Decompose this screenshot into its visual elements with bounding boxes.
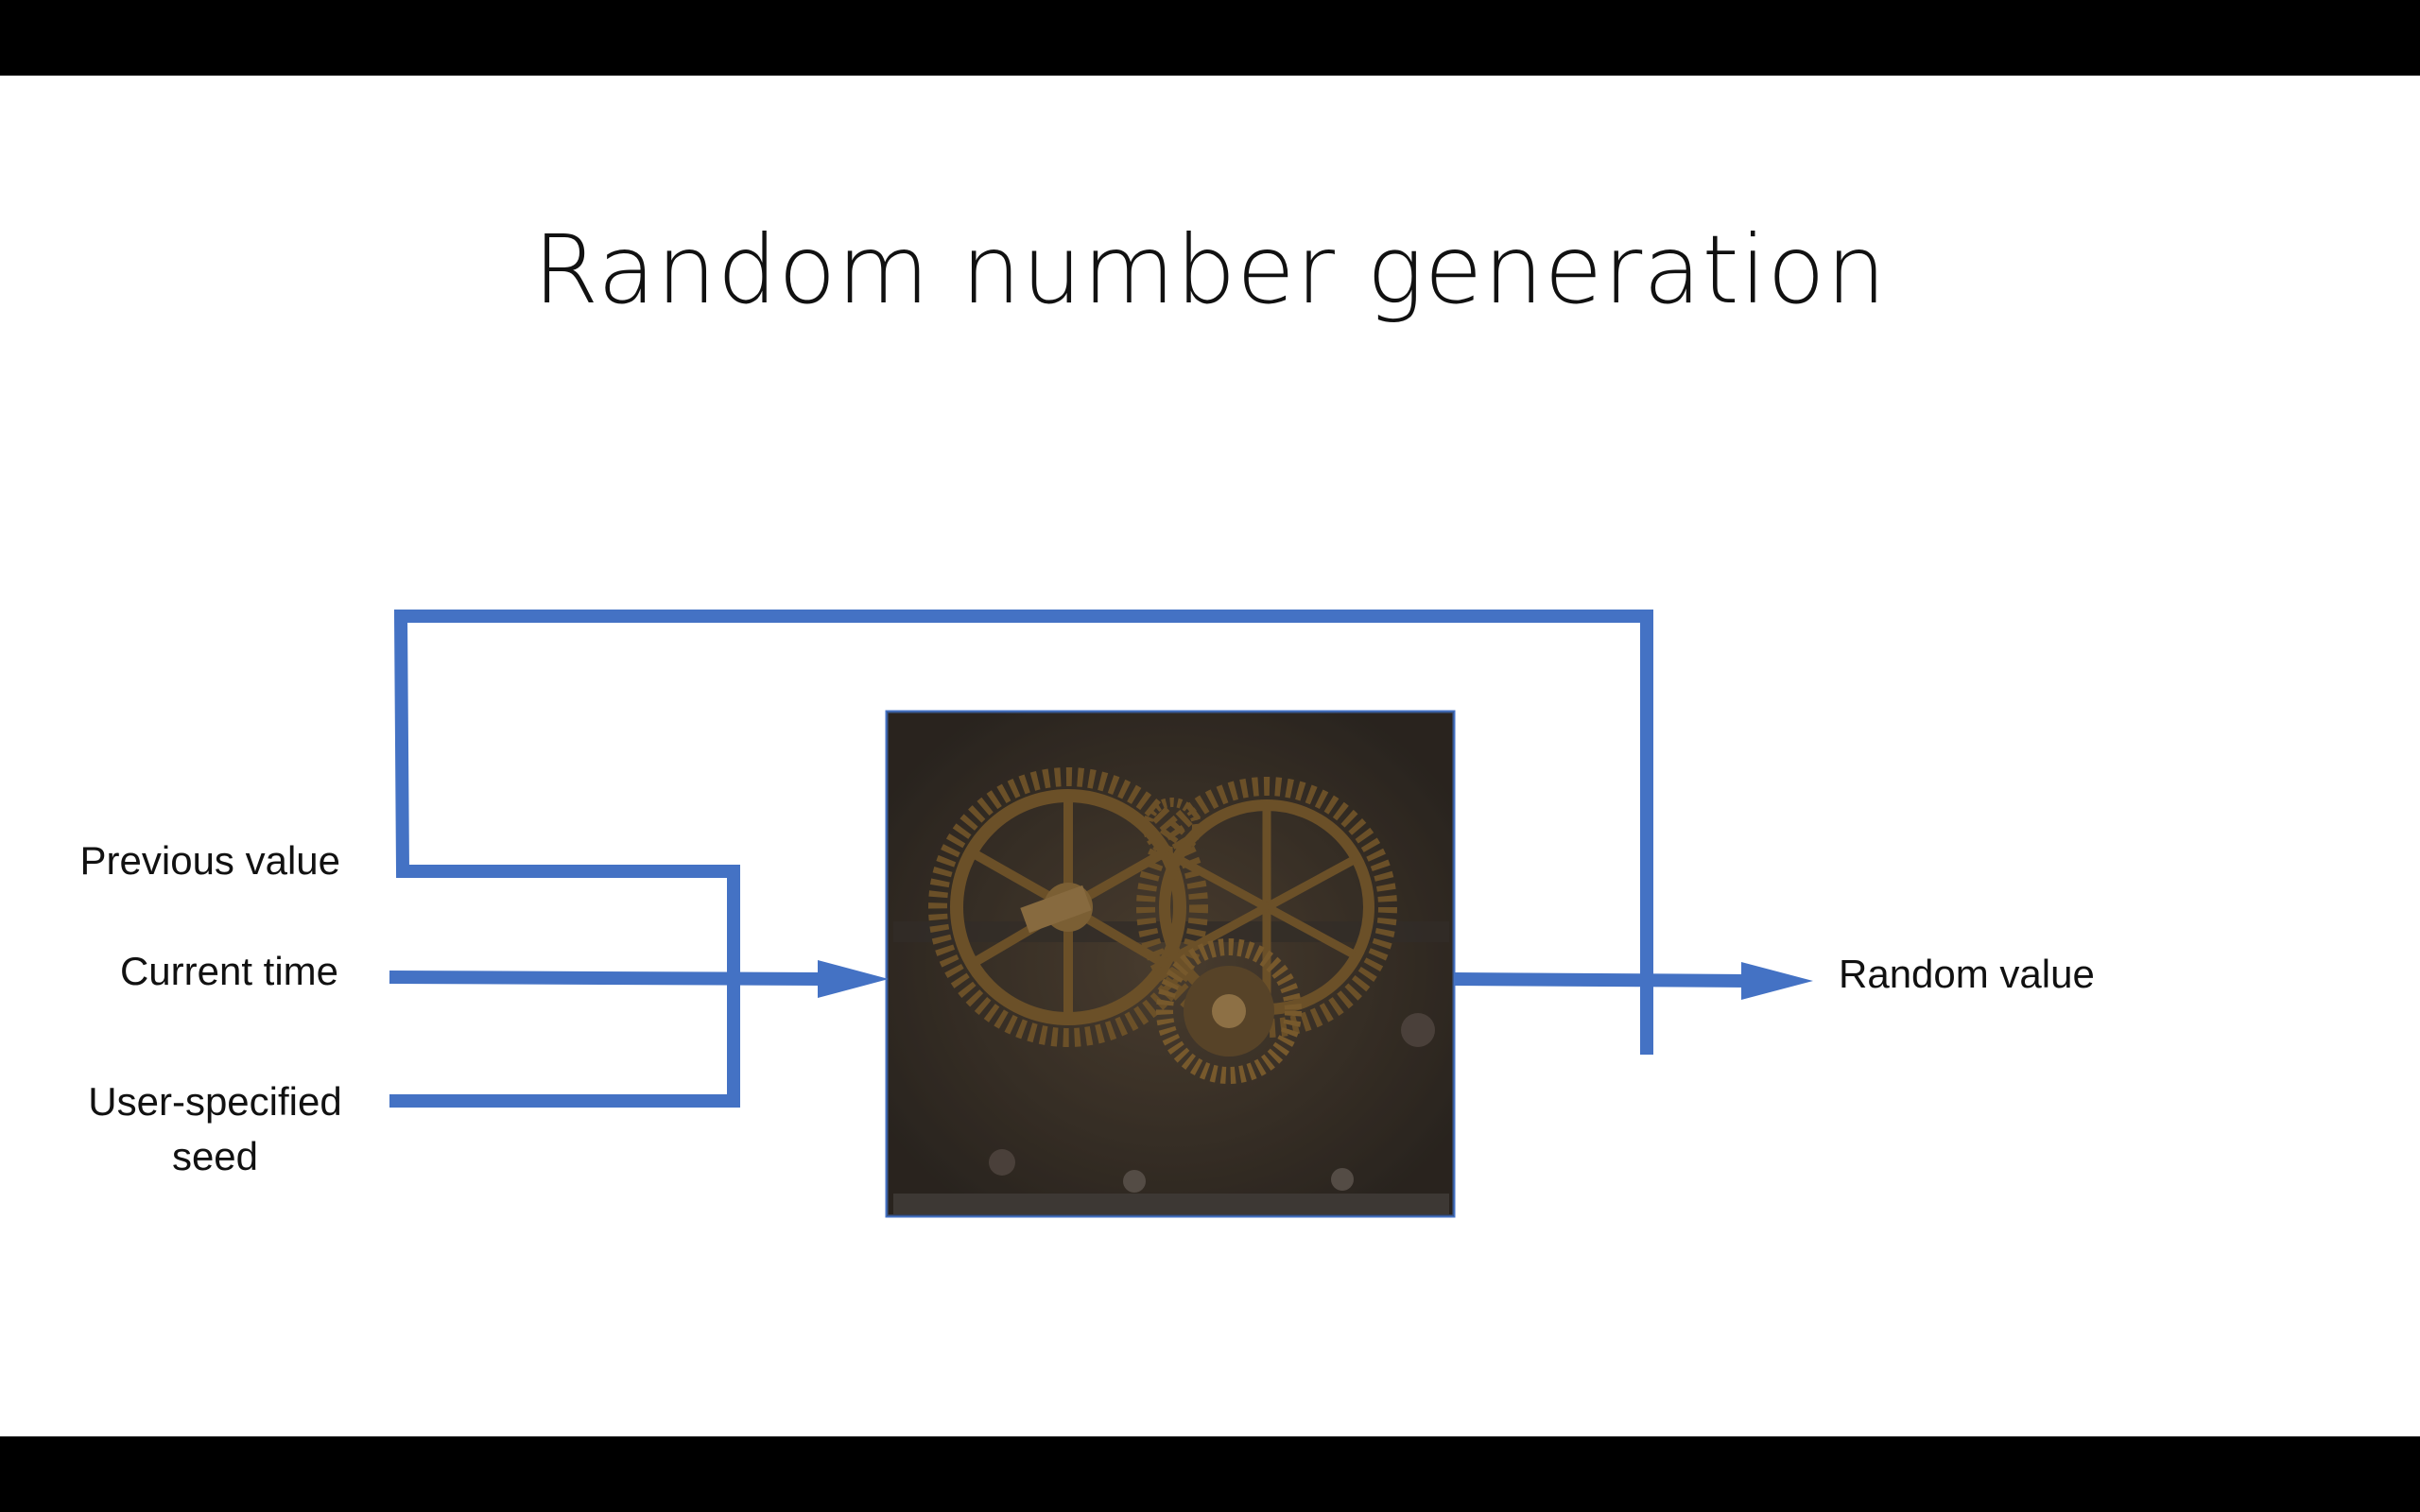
output-line [1453,972,1750,988]
random-value-label: Random value [1839,952,2095,996]
user-seed-label: User-specified seed [88,1079,342,1178]
slide: Random number generation [0,76,2420,1436]
feedback-line [393,610,1653,1108]
slide-title: Random number generation [532,215,1888,325]
previous-value-label: Previous value [79,838,340,883]
output-arrowhead [1741,962,1813,1000]
flow-diagram [389,610,1813,1218]
current-time-label: Current time [119,949,338,993]
input-arrowhead [818,960,889,998]
gears-image [885,710,1456,1218]
current-time-line [389,971,823,986]
